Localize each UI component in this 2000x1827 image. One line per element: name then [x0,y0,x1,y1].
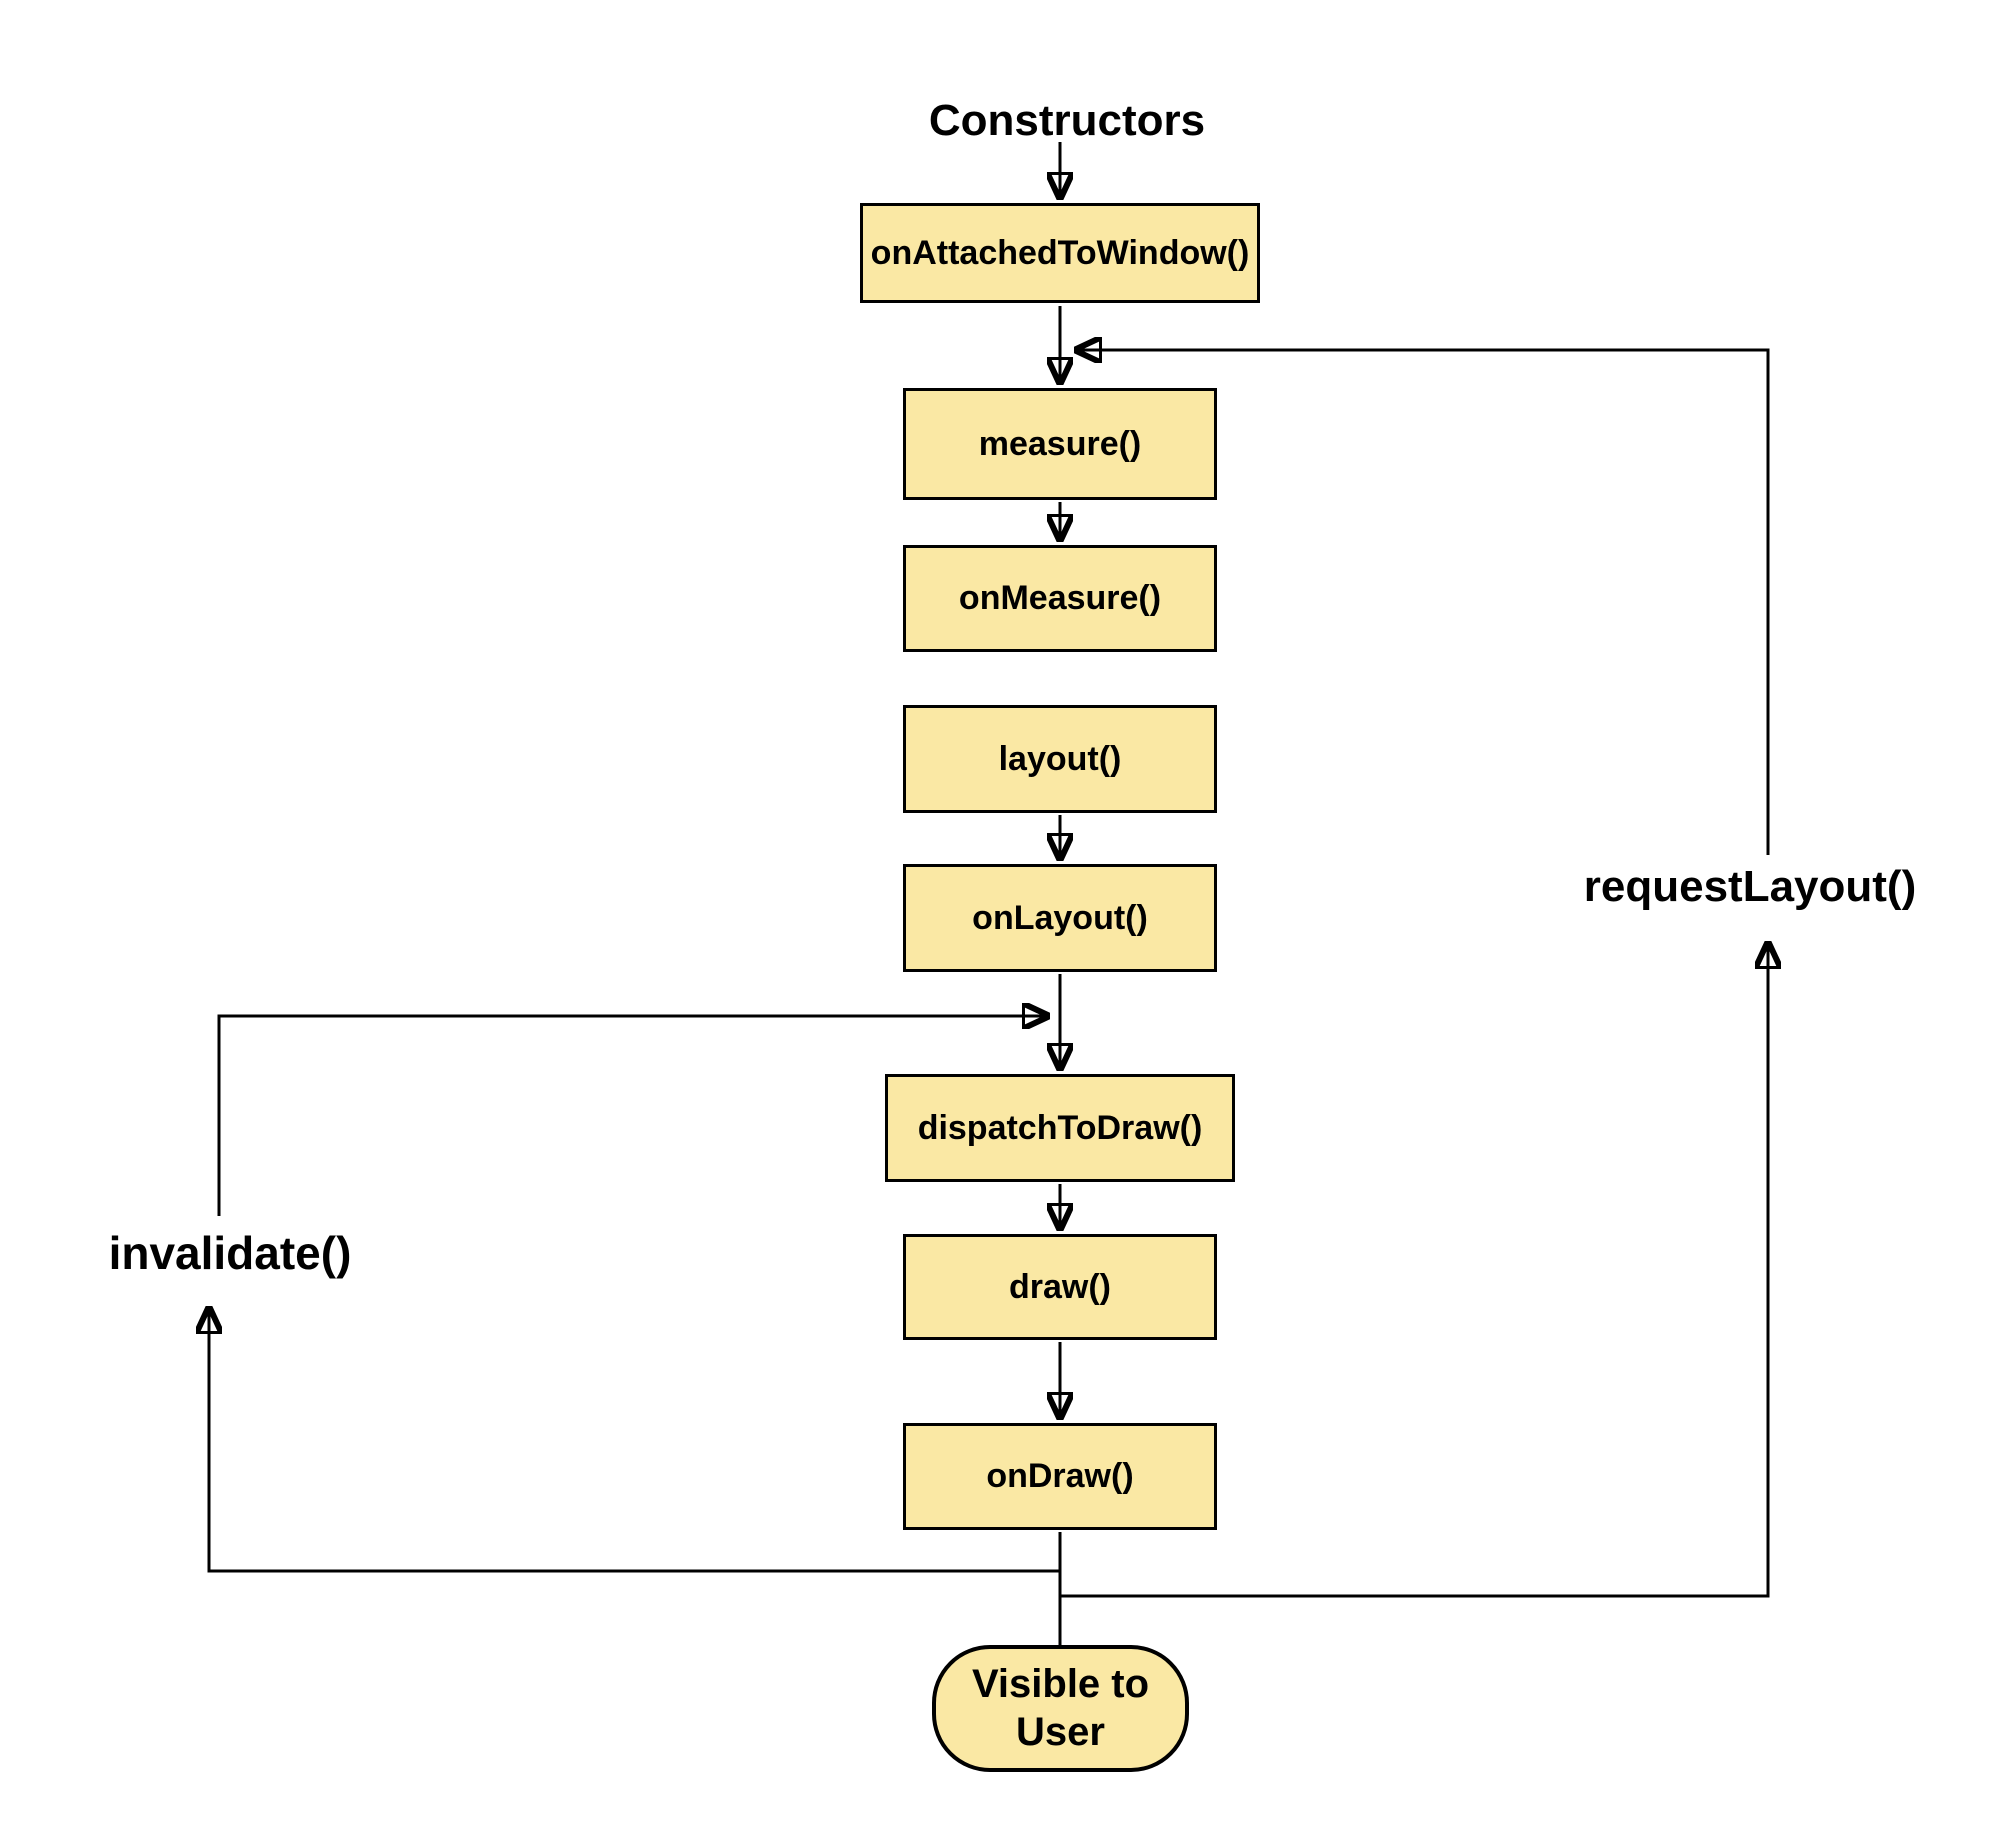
node-dispatchtodraw: dispatchToDraw() [885,1074,1235,1182]
node-measure: measure() [903,388,1217,500]
edge-ondraw-to-invalidate [209,1306,1060,1573]
node-ondraw: onDraw() [903,1423,1217,1530]
node-onattachedtowindow: onAttachedToWindow() [860,203,1260,303]
edge-invalidate-to-dispatchtodraw [217,1016,1050,1216]
edge-requestlayout-to-measure [1074,350,1770,855]
node-visibletouser: Visible to User [932,1645,1189,1772]
node-layout: layout() [903,705,1217,813]
constructors-label: Constructors [928,96,1206,145]
edge-ondraw-to-requestlayout [1060,941,1768,1598]
node-draw: draw() [903,1234,1217,1340]
invalidate-label: invalidate() [108,1227,352,1279]
node-onmeasure: onMeasure() [903,545,1217,652]
node-onlayout: onLayout() [903,864,1217,972]
requestlayout-label: requestLayout() [1583,862,1917,911]
